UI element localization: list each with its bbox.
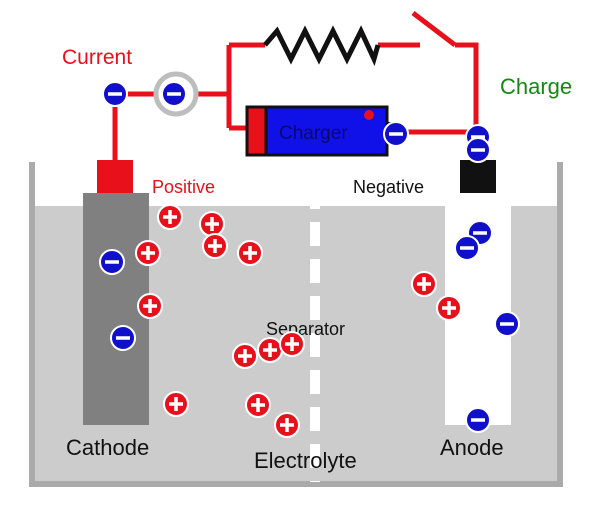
electrolyte-label: Electrolyte — [254, 448, 357, 473]
electron-minus-icon — [110, 325, 136, 351]
electron-minus-icon — [494, 311, 520, 337]
lithium-ion-plus-icon — [257, 337, 283, 363]
charge-label: Charge — [500, 74, 572, 99]
anode-terminal — [460, 160, 496, 193]
lithium-ion-plus-icon — [279, 331, 305, 357]
lithium-ion-plus-icon — [135, 240, 161, 266]
resistor-icon — [263, 25, 381, 67]
lithium-ion-plus-icon — [411, 271, 437, 297]
current-label: Current — [62, 46, 132, 69]
electron-minus-icon — [454, 235, 480, 261]
lithium-ion-plus-icon — [245, 392, 271, 418]
lithium-ion-plus-icon — [274, 412, 300, 438]
electron-minus-icon — [161, 81, 187, 107]
lithium-ion-plus-icon — [436, 295, 462, 321]
electron-minus-icon — [465, 407, 491, 433]
electron-minus-icon — [383, 121, 409, 147]
lithium-ion-plus-icon — [232, 343, 258, 369]
lithium-ion-plus-icon — [237, 240, 263, 266]
electron-minus-icon — [99, 249, 125, 275]
particles-layer — [99, 81, 520, 438]
lithium-ion-plus-icon — [199, 211, 225, 237]
electron-minus-icon — [102, 81, 128, 107]
cathode-terminal — [97, 160, 133, 193]
lithium-ion-plus-icon — [163, 391, 189, 417]
positive-label: Positive — [152, 177, 215, 197]
switch-icon — [411, 11, 457, 48]
container-wall — [29, 162, 563, 487]
lithium-ion-plus-icon — [202, 233, 228, 259]
charger-label: Charger — [279, 123, 348, 144]
cathode-label: Cathode — [66, 435, 149, 460]
anode-label: Anode — [440, 435, 504, 460]
electron-minus-icon — [465, 137, 491, 163]
charger-indicator-icon — [364, 110, 374, 120]
lithium-ion-plus-icon — [157, 204, 183, 230]
charger-battery — [245, 105, 400, 157]
negative-label: Negative — [353, 177, 424, 197]
lithium-ion-plus-icon — [137, 293, 163, 319]
separator-label: Separator — [266, 319, 345, 339]
